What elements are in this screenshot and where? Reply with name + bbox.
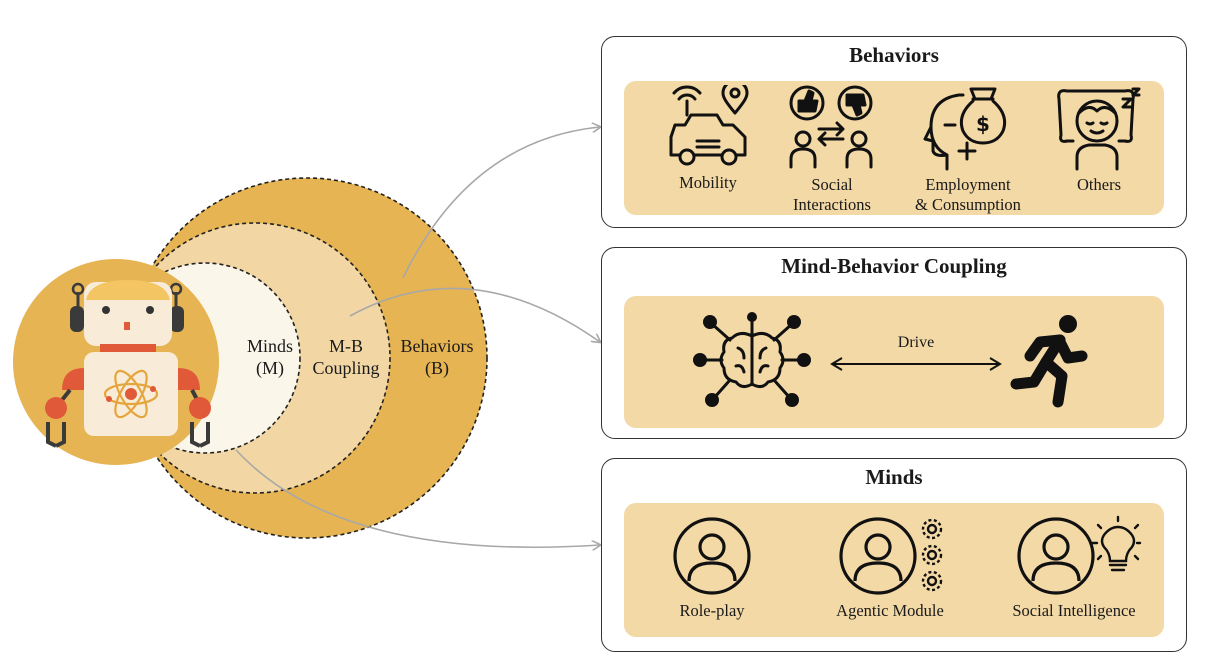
coupling-panel-title: Mind-Behavior Coupling [781,254,1007,278]
minds-panel: Minds Role-play [601,458,1187,652]
person-with-lightbulb-icon [1017,515,1142,595]
arrow-behaviors [402,127,600,279]
thumbs-up-down-exchange-icon [789,85,873,169]
brain-network-icon [693,312,811,407]
employment-consumption-label: Employment & Consumption [902,175,1034,215]
behavior-item-social: Social Interactions [776,85,888,215]
svg-text:$: $ [976,112,990,136]
drive-double-arrow [830,357,1002,371]
others-label: Others [1077,175,1121,194]
social-label-line2: Interactions [793,195,871,214]
behavior-item-others: Others [1044,85,1154,195]
mobility-label: Mobility [679,173,737,192]
minds-circle-label: Minds (M) [236,335,304,379]
social-label-line1: Social [811,175,853,194]
mind-item-roleplay: Role-play [652,515,772,621]
behavior-item-mobility: Mobility [660,85,756,193]
minds-label: Minds [246,336,293,356]
agentic-module-label: Agentic Module [836,601,944,620]
behaviors-panel-title: Behaviors [849,43,939,67]
arrow-minds [235,449,600,547]
person-circle-icon [673,517,751,595]
person-with-gears-icon [839,517,943,595]
employment-label-line2: & Consumption [915,195,1021,214]
roleplay-label: Role-play [679,601,745,620]
sleeping-person-icon [1057,87,1141,171]
head-with-money-bag-icon: $ [923,87,1007,171]
mind-item-agentic: Agentic Module [820,515,960,621]
behaviors-circle-label: Behaviors (B) [388,335,486,379]
behaviors-label: Behaviors [400,336,474,356]
coupling-panel-inner: Drive [624,296,1164,428]
coupling-panel: Mind-Behavior Coupling Dr [601,247,1187,439]
coupling-circle-label: M-B Coupling [304,335,388,379]
employment-label-line1: Employment [925,175,1011,194]
behaviors-panel: Behaviors Mobility [601,36,1187,228]
drive-label: Drive [897,334,935,351]
mind-item-social-intelligence: Social Intelligence [994,515,1154,621]
connector-arrows [235,127,600,547]
coupling-label: M-B [328,336,363,356]
minds-abbr: (M) [256,358,284,378]
arrow-coupling [349,287,600,342]
behaviors-abbr: (B) [425,358,449,378]
behaviors-panel-inner: Mobility Social Interacti [624,81,1164,215]
social-interactions-label: Social Interactions [776,175,888,215]
coupling-sub: Coupling [312,358,380,378]
running-person-icon [1010,315,1088,408]
robot-icon [13,259,219,465]
minds-panel-title: Minds [865,465,923,489]
social-intelligence-label: Social Intelligence [1012,601,1136,620]
car-with-location-pin-icon [669,85,749,166]
behavior-item-employment: $ Employment & Consumption [902,85,1034,215]
minds-panel-inner: Role-play Agentic Module [624,503,1164,637]
